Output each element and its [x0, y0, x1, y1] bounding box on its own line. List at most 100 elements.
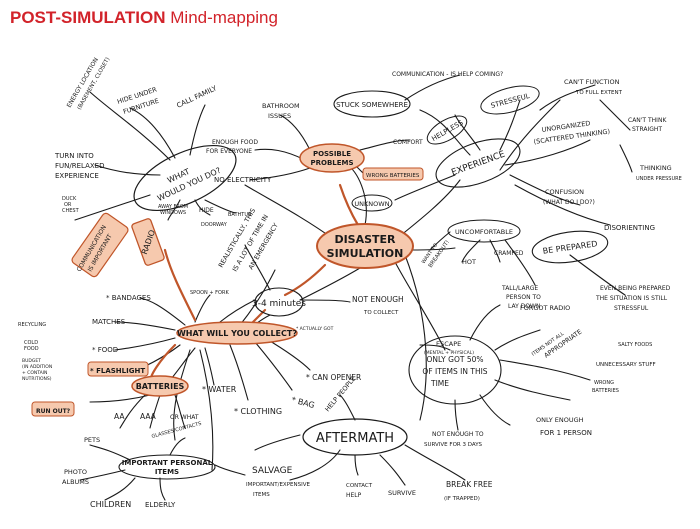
node-important-personal-items: [118, 454, 216, 480]
label-turn-into-2: FUN/RELAXED: [55, 162, 105, 170]
node-uncomfortable-text: UNCOMFORTABLE: [455, 228, 513, 236]
label-actually-got: * ACTUALLY GOT: [296, 326, 334, 332]
node-only-got-50-line2: OF ITEMS IN THIS: [422, 367, 487, 376]
label-even-prepared-2: THE SITUATION IS STILL: [595, 295, 668, 302]
label-contact-help-1: CONTACT: [346, 483, 373, 489]
label-break-free-1: BREAK FREE: [446, 480, 493, 489]
node-possible-problems: [299, 143, 365, 173]
node-what-would-you-do: [133, 144, 237, 212]
label-cold-food-1: COLD: [24, 340, 38, 346]
node-important-personal-items-line1: IMPORTANT PERSONAL: [122, 459, 213, 467]
node-three-four-minutes-text: 3-4 minutes: [252, 299, 306, 309]
label-budget-2: (IN ADDITION: [22, 364, 52, 370]
label-communication-help: COMMUNICATION - IS HELP COMING?: [392, 71, 503, 78]
label-even-prepared-3: STRESSFUL: [614, 305, 649, 312]
highlight-communication: [71, 212, 129, 278]
label-survive: SURVIVE: [388, 489, 416, 497]
label-disorienting: DISORIENTING: [604, 224, 655, 232]
label-call-family: CALL FAMILY: [175, 84, 218, 110]
label-duck-2: OR: [64, 202, 72, 208]
label-escape-2: (MENTAL + PHYSICAL): [424, 350, 474, 356]
label-not-enough-survive-1: NOT ENOUGH TO: [432, 431, 484, 438]
label-tall-large-2: PERSON TO: [506, 294, 541, 301]
node-experience-text: EXPERIENCE: [450, 150, 507, 179]
label-bathroom-1: BATHROOM: [262, 102, 300, 110]
label-escape-1: ESCAPE: [436, 340, 461, 348]
node-possible-problems-line1: POSSIBLE: [313, 150, 351, 158]
label-enough-food-1: ENOUGH FOOD: [212, 139, 258, 146]
label-photo-albums-1: PHOTO: [64, 468, 87, 476]
label-cant-function-2: TO FULL EXTENT: [575, 90, 623, 96]
node-disaster-simulation: [316, 223, 414, 269]
node-only-got-50-line1: ONLY GOT 50%: [426, 355, 483, 364]
label-duck-3: CHEST: [62, 208, 80, 214]
label-confusion-1: CONFUSION: [545, 188, 584, 196]
label-or-what: OR WHAT: [170, 414, 199, 421]
label-tall-large-3: LAY DOWN: [508, 303, 540, 310]
label-aa: AA: [114, 412, 125, 421]
highlight-run-out: [31, 401, 75, 417]
node-aftermath-text: AFTERMATH: [316, 431, 394, 446]
label-wrong-batteries-2-2: BATTERIES: [592, 388, 619, 394]
label-water: * WATER: [202, 385, 237, 394]
label-not-enough-collect-2: TO COLLECT: [363, 310, 399, 316]
node-aftermath: [302, 418, 408, 456]
label-away-1: AWAY FROM: [158, 204, 188, 210]
node-radio: [131, 218, 165, 266]
node-stuck-somewhere: [333, 90, 411, 118]
label-recycling: RECYCLING: [18, 322, 46, 328]
label-important-expensive-1: IMPORTANT/EXPENSIVE: [246, 482, 310, 488]
label-bathroom-2: ISSUES: [268, 112, 291, 120]
label-duck-1: DUCK: [62, 196, 77, 202]
header-title-light: Mind-mapping: [170, 8, 278, 27]
label-elderly: ELDERLY: [145, 501, 176, 509]
node-be-prepared: [531, 230, 609, 264]
label-budget-3: + CONTAIN: [22, 370, 47, 376]
label-only-enough-2: FOR 1 PERSON: [540, 429, 592, 437]
label-break-free-2: (IF TRAPPED): [444, 496, 480, 502]
label-salty-foods: SALTY FOODS: [618, 342, 652, 348]
page-header: POST-SIMULATION Mind-mapping: [10, 8, 278, 28]
highlight-flashlight: [87, 361, 149, 377]
label-cant-think-2: STRAIGHT: [632, 126, 662, 133]
node-helpless: [426, 115, 468, 145]
node-helpless-text: HELPLESS: [430, 118, 465, 143]
label-only-enough-1: ONLY ENOUGH: [536, 416, 584, 424]
node-batteries: [131, 375, 189, 397]
label-salvage: SALVAGE: [252, 466, 293, 476]
node-stressful: [480, 85, 540, 115]
highlight-wrong-batteries: [362, 167, 424, 181]
label-food: * FOOD: [92, 346, 118, 354]
node-only-got-50-line3: TIME: [430, 379, 449, 388]
node-unknown-text: UNKNOWN: [354, 200, 389, 208]
node-be-prepared-text: BE PREPARED: [542, 239, 598, 256]
node-only-got-50: [408, 335, 502, 405]
label-thinking-1: THINKING: [639, 164, 672, 172]
label-even-prepared-1: EVEN BEING PREPARED: [600, 285, 671, 292]
label-photo-albums-2: ALBUMS: [62, 478, 89, 486]
label-unnecessary-stuff: UNNECESSARY STUFF: [596, 362, 656, 368]
node-stuck-somewhere-text: STUCK SOMEWHERE: [336, 101, 408, 109]
label-wrong-batteries: WRONG BATTERIES: [366, 173, 420, 179]
label-contact-help-2: HELP: [346, 492, 362, 499]
label-budget-4: NUTRITIONS): [22, 376, 52, 382]
label-hot: HOT: [462, 258, 476, 266]
label-bandages: * BANDAGES: [106, 294, 151, 302]
label-bag: * BAG: [290, 395, 315, 410]
label-spoon-fork: SPOON + FORK: [190, 290, 229, 296]
label-forgot-radio: FORGOT RADIO: [520, 304, 570, 312]
label-aaa: AAA: [140, 412, 157, 421]
label-children: CHILDREN: [90, 500, 131, 509]
label-matches: MATCHES: [92, 318, 126, 326]
label-turn-into-1: TURN INTO: [54, 152, 94, 160]
node-important-personal-items-line2: ITEMS: [155, 468, 179, 476]
label-comfort: COMFORT: [393, 139, 423, 146]
node-shapes: [31, 85, 609, 480]
label-cramped: CRAMPED: [494, 250, 524, 257]
label-turn-into-3: EXPERIENCE: [55, 172, 99, 180]
node-what-will-you-collect: [176, 321, 298, 345]
label-pets: PETS: [84, 436, 100, 444]
label-thinking-2: UNDER PRESSURE: [636, 176, 682, 182]
node-batteries-text: BATTERIES: [136, 382, 185, 391]
label-important-expensive-2: ITEMS: [253, 492, 270, 498]
